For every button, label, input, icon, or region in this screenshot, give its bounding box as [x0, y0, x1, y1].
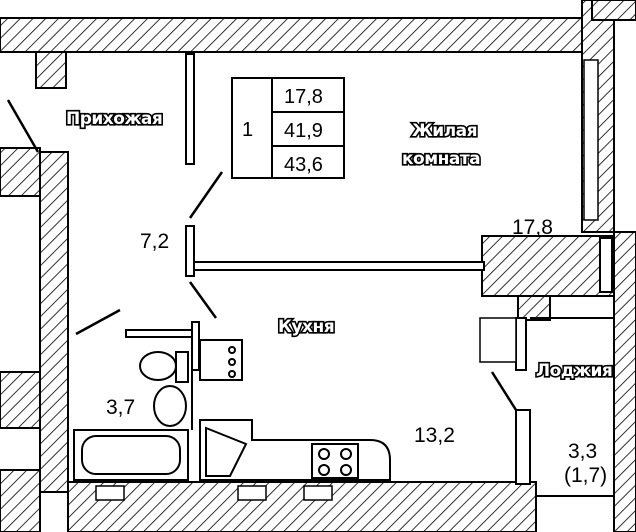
- window-bottom-3: [303, 485, 333, 501]
- sink: [153, 385, 187, 427]
- boiler: [199, 339, 243, 381]
- kitchen-label: Кухня: [278, 317, 334, 337]
- hallway-area: 7,2: [140, 230, 169, 253]
- loggia-label: Лоджия: [536, 361, 612, 381]
- summary-total-with-loggia: 43,6: [284, 154, 323, 176]
- loggia-area-reduced: (1,7): [564, 464, 607, 487]
- burner-4: [340, 464, 352, 476]
- windows: [95, 59, 599, 501]
- living-room-label-1: Жилая: [412, 121, 477, 141]
- boiler-knob-1: [228, 346, 236, 354]
- loggia-area: 3,3: [568, 440, 597, 463]
- bathroom-area: 3,7: [106, 396, 135, 419]
- loggia-wall-lower: [515, 409, 531, 485]
- loggia-door-frame: [479, 317, 517, 363]
- summary-total-area: 41,9: [284, 120, 323, 142]
- left-wall-upper: [0, 147, 41, 197]
- window-bottom-2: [237, 485, 267, 501]
- doors: [6, 99, 518, 411]
- entry-door: [6, 99, 40, 153]
- window-right: [583, 59, 599, 221]
- left-wall-bottom: [0, 469, 41, 532]
- right-wall-step: [481, 235, 615, 297]
- loggia-outline: [530, 317, 615, 497]
- toilet: [139, 351, 177, 381]
- living-room-area: 17,8: [512, 216, 553, 239]
- kitchen-fixtures: [199, 339, 391, 481]
- window-sill-right: [599, 237, 613, 293]
- burner-2: [340, 448, 352, 460]
- partition-bath-right: [191, 321, 200, 371]
- left-wall-column: [39, 151, 69, 493]
- summary-table: 1 17,8 41,9 43,6: [231, 77, 345, 179]
- partition-living-kitchen: [193, 261, 485, 271]
- bath-door: [75, 308, 121, 336]
- loggia-wall-upper: [515, 317, 527, 371]
- living-door: [188, 171, 224, 219]
- summary-living-area: 17,8: [284, 86, 323, 108]
- top-wall-left-pier: [35, 51, 67, 89]
- summary-rooms: 1: [242, 119, 253, 141]
- partition-hall-top: [185, 53, 195, 165]
- bathroom-fixtures: [73, 351, 193, 481]
- boiler-knob-2: [228, 358, 236, 366]
- bathtub-inner: [81, 435, 181, 475]
- toilet-tank: [175, 351, 189, 383]
- kitchen-area: 13,2: [414, 424, 455, 447]
- hallway-label: Прихожая: [66, 109, 162, 129]
- burner-1: [318, 448, 330, 460]
- left-wall-lower: [0, 371, 41, 429]
- partition-hall-living: [185, 225, 195, 277]
- corner-sink: [205, 426, 248, 477]
- partition-bath-top: [125, 329, 199, 338]
- kitchen-door: [188, 281, 218, 319]
- window-bottom-1: [95, 485, 125, 501]
- summary-table-frame: [231, 77, 345, 179]
- burner-3: [318, 464, 330, 476]
- boiler-knob-3: [228, 370, 236, 378]
- top-wall: [0, 17, 613, 53]
- loggia-door: [490, 371, 518, 411]
- top-right-corner: [591, 0, 636, 21]
- right-wall-lower: [613, 231, 636, 532]
- bottom-wall: [67, 481, 537, 532]
- right-wall-notch: [517, 295, 551, 321]
- living-room-label-2: комната: [402, 149, 480, 169]
- partitions: [125, 53, 613, 485]
